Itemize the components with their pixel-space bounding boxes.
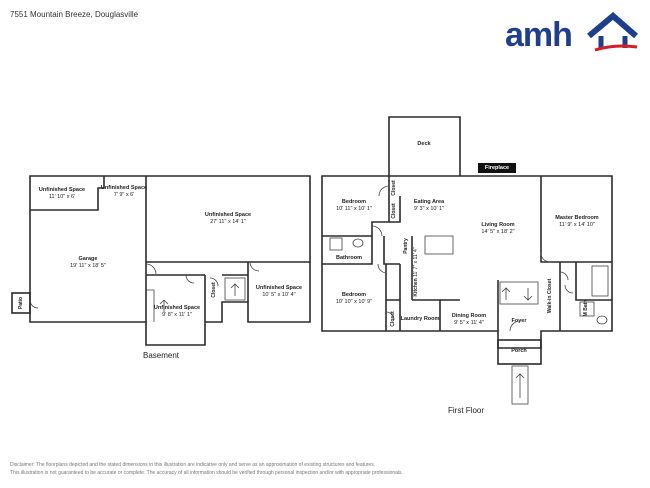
house-roof-icon xyxy=(587,12,638,52)
kitchen-label: Kitchen 11' 7" x 11' 4" xyxy=(413,247,419,297)
closet-label: Closet xyxy=(211,282,217,298)
patio-label: Patio xyxy=(18,296,24,310)
property-address: 7551 Mountain Breeze, Douglasville xyxy=(10,10,139,19)
pantry-label: Pantry xyxy=(403,238,409,254)
closet-label: Closet xyxy=(390,311,396,327)
walk-in-closet-label: Walk-in Closet xyxy=(547,278,553,314)
room-label: Bathroom xyxy=(336,255,362,261)
room-label: Deck xyxy=(417,141,431,147)
amh-logo: amh xyxy=(505,10,640,52)
disclaimer: Disclaimer: The floorplans depicted and … xyxy=(10,461,640,477)
closet-label: Closet xyxy=(391,203,397,219)
room-label: Laundry Room xyxy=(400,316,440,322)
disclaimer-line: This illustration is not guaranteed to b… xyxy=(10,470,403,476)
first-floor-plan xyxy=(321,116,613,405)
master-bath-label: M Bath xyxy=(583,299,589,317)
disclaimer-line: Disclaimer: The floorplans depicted and … xyxy=(10,462,376,468)
basement-plan xyxy=(11,175,311,346)
room-label: Foyer xyxy=(511,318,527,324)
floor-label-first-floor: First Floor xyxy=(448,406,484,415)
closet-label: Closet xyxy=(391,180,397,196)
room-label: Porch xyxy=(511,348,527,354)
floor-label-basement: Basement xyxy=(143,351,180,360)
fireplace-label: Fireplace xyxy=(478,163,516,173)
logo-wordmark: amh xyxy=(505,16,573,54)
